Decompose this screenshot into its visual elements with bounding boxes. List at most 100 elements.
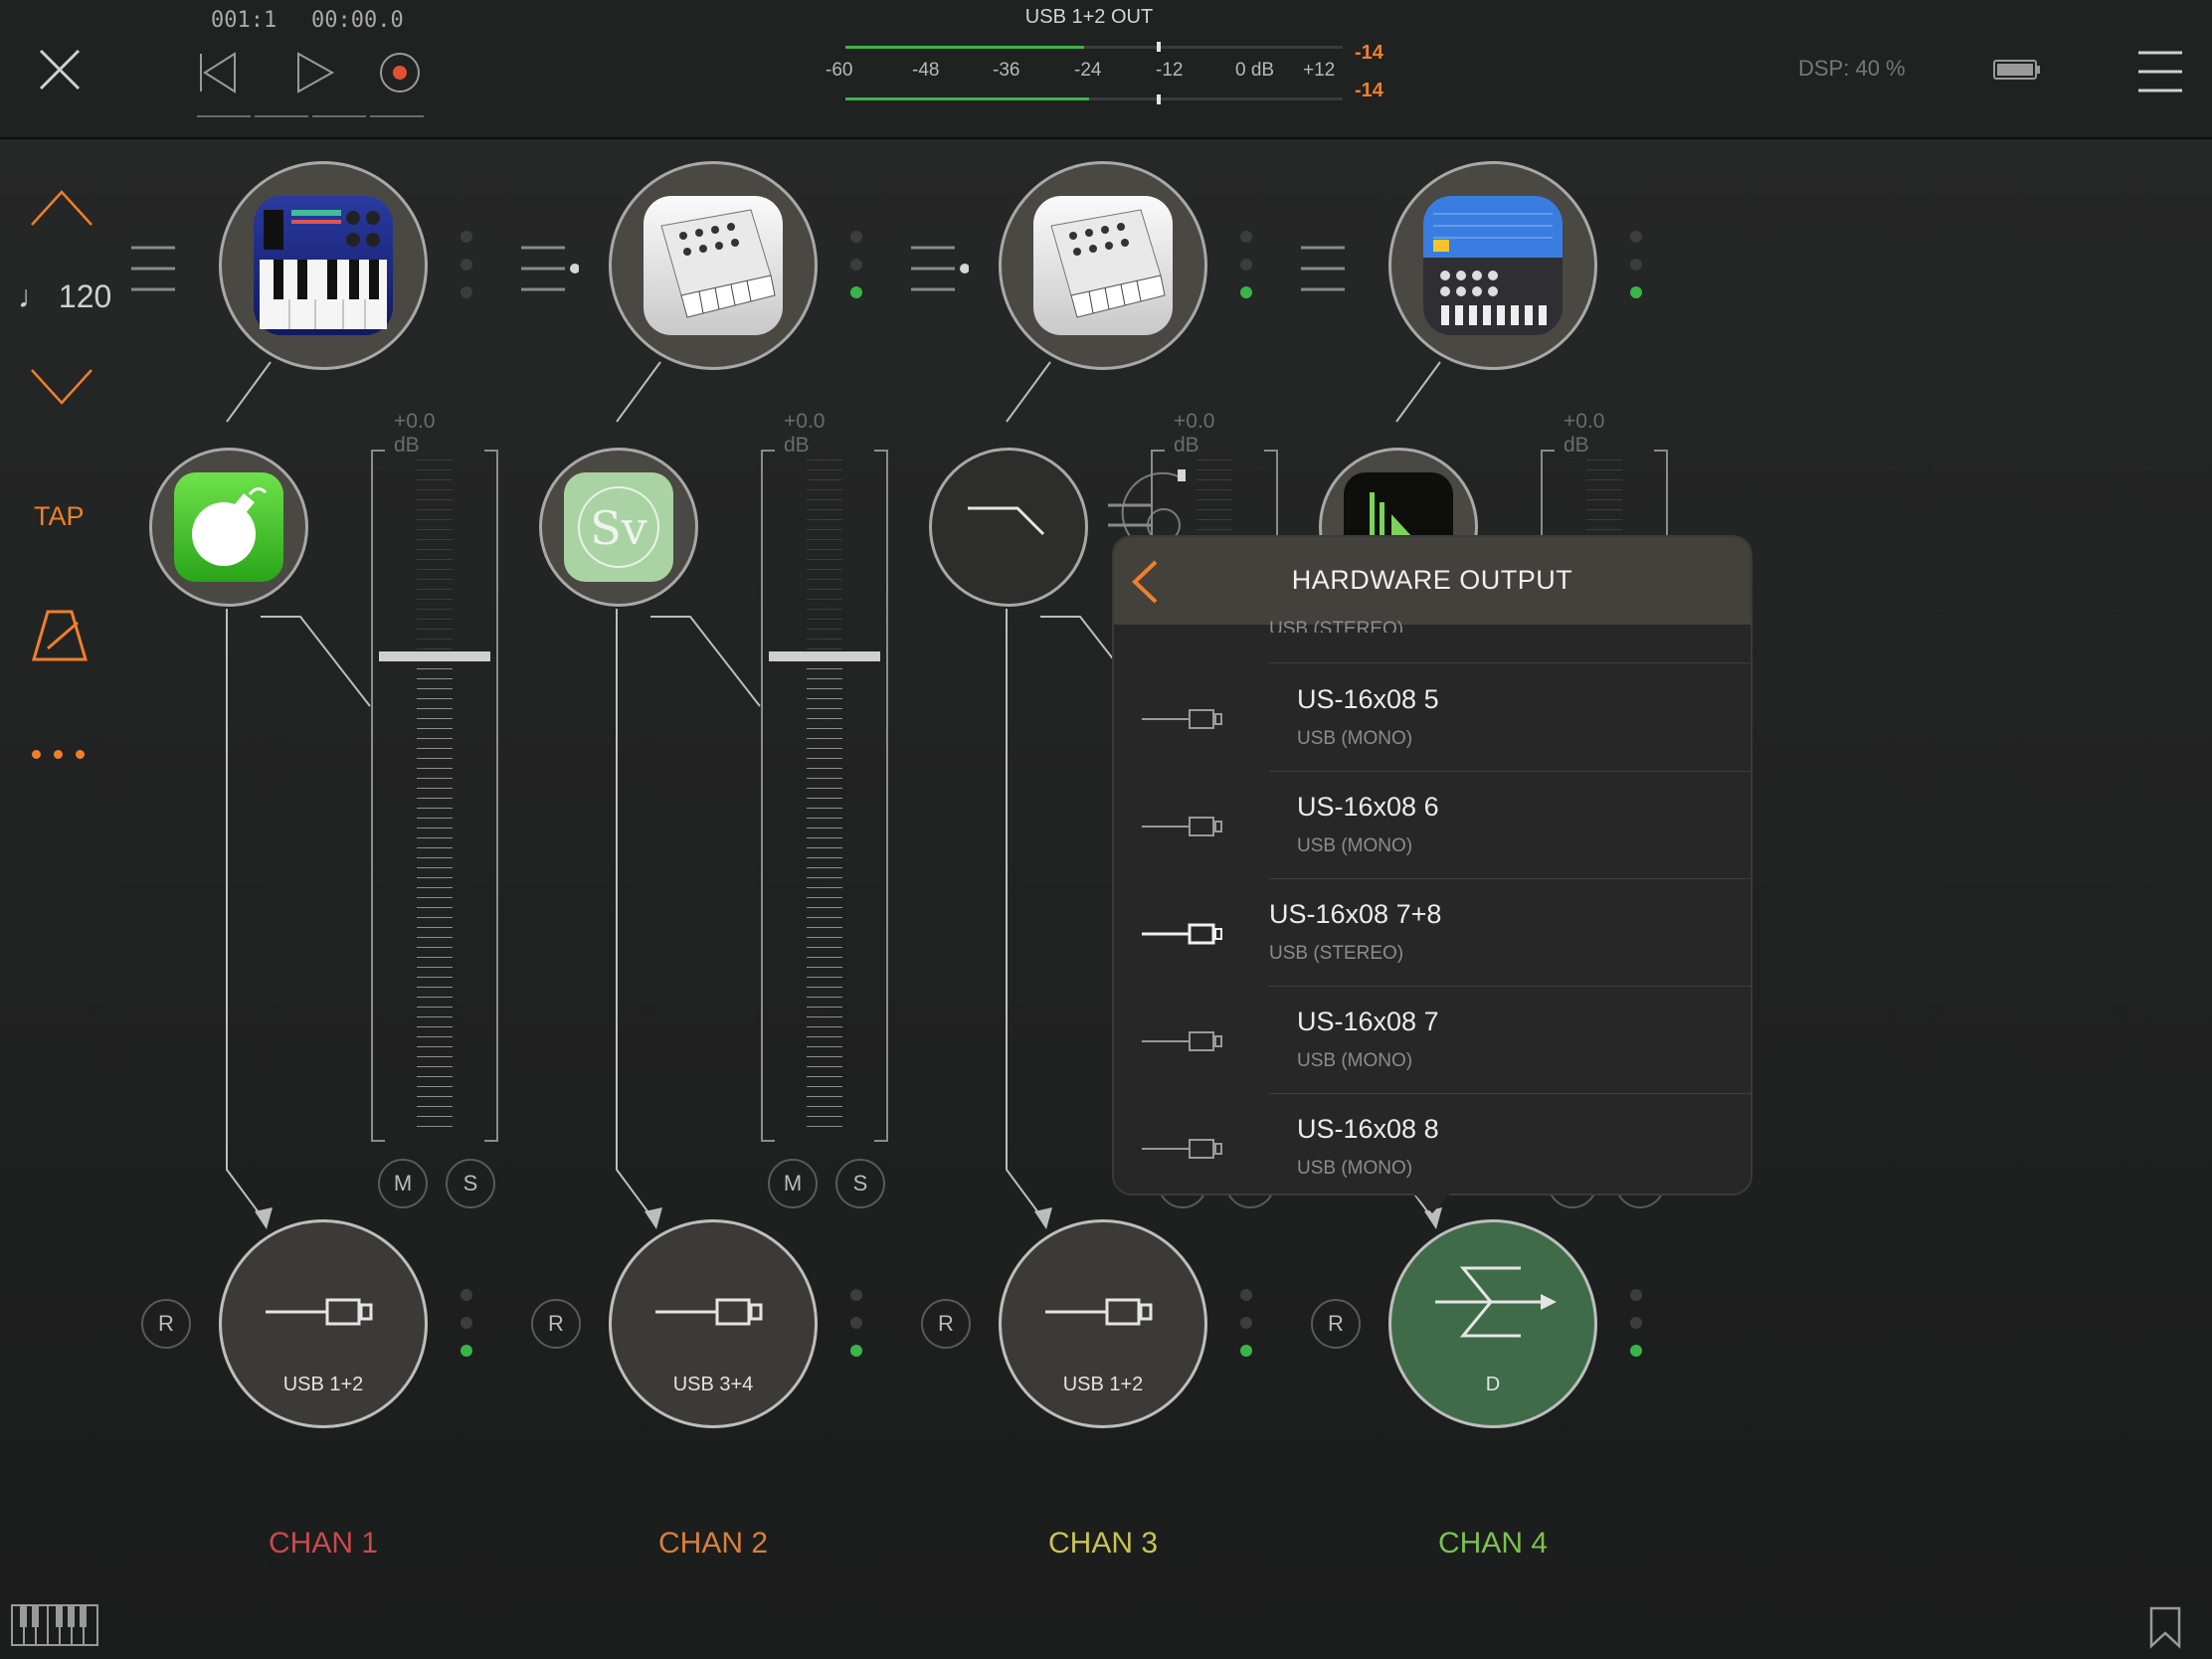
fader-tick bbox=[417, 1046, 453, 1047]
fader-tick bbox=[807, 877, 842, 878]
instrument-slot-3[interactable] bbox=[999, 161, 1207, 370]
filter-curve-icon bbox=[932, 451, 1091, 610]
fader-tick bbox=[807, 738, 842, 739]
slot-menu-icon[interactable] bbox=[909, 245, 970, 292]
status-dot bbox=[850, 1345, 862, 1357]
fader-tick bbox=[417, 469, 453, 470]
fader-tick bbox=[417, 977, 453, 978]
tempo-down-icon[interactable] bbox=[30, 368, 93, 406]
record-arm-button[interactable]: R bbox=[1311, 1299, 1361, 1349]
fader-tick bbox=[807, 987, 842, 988]
top-bar: 001:1 00:00.0 USB 1+2 OUT -60 -48 -36 -2… bbox=[0, 0, 2212, 139]
fader-tick bbox=[417, 1116, 453, 1117]
status-dot bbox=[461, 1317, 472, 1329]
record-arm-button[interactable]: R bbox=[141, 1299, 191, 1349]
play-icon[interactable] bbox=[294, 52, 336, 93]
instrument-slot-2[interactable] bbox=[609, 161, 818, 370]
record-icon[interactable] bbox=[378, 51, 422, 94]
fader-tick bbox=[807, 907, 842, 908]
fader-tick bbox=[807, 589, 842, 590]
record-arm-button[interactable]: R bbox=[531, 1299, 581, 1349]
keyboard-icon[interactable] bbox=[10, 1603, 99, 1647]
effect-slot-1[interactable] bbox=[149, 448, 308, 607]
channel-name[interactable]: CHAN 1 bbox=[268, 1527, 379, 1560]
hardware-output-slot[interactable]: USB 1+2 bbox=[999, 1219, 1207, 1428]
fader-tick bbox=[807, 937, 842, 938]
fader-tick bbox=[417, 1106, 453, 1107]
row-divider bbox=[1269, 878, 1751, 879]
tap-button[interactable]: TAP bbox=[34, 501, 85, 531]
fader-tick bbox=[417, 1066, 453, 1067]
channel-name[interactable]: CHAN 4 bbox=[1437, 1527, 1549, 1560]
fader-tick bbox=[807, 599, 842, 600]
more-options-icon[interactable] bbox=[32, 750, 92, 760]
fader-tick bbox=[807, 1007, 842, 1008]
fader-tick bbox=[417, 589, 453, 590]
fader-tick bbox=[417, 639, 453, 640]
slot-menu-icon[interactable] bbox=[1299, 245, 1347, 292]
slot-menu-icon[interactable] bbox=[519, 245, 580, 292]
slot-menu-icon[interactable] bbox=[129, 245, 177, 292]
effect-slot-2[interactable]: Sv bbox=[539, 448, 698, 607]
hardware-output-slot[interactable]: USB 3+4 bbox=[609, 1219, 818, 1428]
output-name: US-16x08 5 bbox=[1297, 684, 1439, 714]
back-chevron-icon[interactable] bbox=[1130, 559, 1160, 605]
channel-name[interactable]: CHAN 2 bbox=[657, 1527, 769, 1560]
effect-slot-3[interactable] bbox=[929, 448, 1088, 607]
instrument-slot-1[interactable] bbox=[219, 161, 428, 370]
fader-tick bbox=[417, 837, 453, 838]
volume-fader[interactable] bbox=[761, 450, 888, 1142]
fader-tick bbox=[1197, 469, 1232, 470]
merge-output-slot[interactable]: D bbox=[1388, 1219, 1597, 1428]
fader-handle[interactable] bbox=[769, 651, 880, 661]
channel-name[interactable]: CHAN 3 bbox=[1047, 1527, 1159, 1560]
hardware-output-slot[interactable]: USB 1+2 bbox=[219, 1219, 428, 1428]
fader-tick bbox=[417, 808, 453, 809]
gain-readout: +0.0 dB bbox=[784, 410, 826, 457]
fader-tick bbox=[807, 509, 842, 510]
fader-tick bbox=[417, 539, 453, 540]
note-icon: ♩ bbox=[18, 278, 50, 314]
fader-tick bbox=[417, 1036, 453, 1037]
record-arm-button[interactable]: R bbox=[921, 1299, 971, 1349]
meter-tick: -60 bbox=[826, 60, 853, 81]
tempo-up-icon[interactable] bbox=[30, 189, 93, 227]
bookmark-icon[interactable] bbox=[2148, 1605, 2182, 1649]
fader-tick bbox=[807, 818, 842, 819]
close-icon[interactable] bbox=[38, 48, 82, 92]
status-dot bbox=[461, 259, 472, 271]
rewind-icon[interactable] bbox=[197, 52, 239, 93]
fader-tick bbox=[417, 529, 453, 530]
mute-button[interactable]: M bbox=[378, 1159, 428, 1208]
instrument-slot-4[interactable] bbox=[1388, 161, 1597, 370]
popup-title: HARDWARE OUTPUT bbox=[1291, 565, 1573, 595]
solo-button[interactable]: S bbox=[446, 1159, 495, 1208]
fader-tick bbox=[417, 818, 453, 819]
slot-menu-icon[interactable] bbox=[1106, 497, 1154, 550]
fader-tick bbox=[417, 579, 453, 580]
volume-fader[interactable] bbox=[371, 450, 498, 1142]
fader-tick bbox=[807, 977, 842, 978]
fader-handle[interactable] bbox=[379, 651, 490, 661]
output-label: USB 1+2 bbox=[282, 1374, 364, 1395]
fader-tick bbox=[807, 828, 842, 829]
tempo-display[interactable]: ♩ 120 bbox=[18, 278, 111, 315]
solo-button[interactable]: S bbox=[835, 1159, 885, 1208]
meter-tick: +12 bbox=[1303, 60, 1336, 81]
menu-icon[interactable] bbox=[2138, 50, 2182, 93]
fader-bracket-left bbox=[371, 450, 385, 1142]
fader-tick bbox=[1197, 519, 1232, 520]
position-bars: 001:1 bbox=[211, 8, 277, 33]
fader-tick bbox=[417, 987, 453, 988]
mute-button[interactable]: M bbox=[768, 1159, 818, 1208]
output-type: USB (STEREO) bbox=[1269, 943, 1404, 964]
meter-bar-right bbox=[845, 97, 1089, 100]
fader-tick bbox=[807, 579, 842, 580]
metronome-icon[interactable] bbox=[32, 609, 88, 662]
